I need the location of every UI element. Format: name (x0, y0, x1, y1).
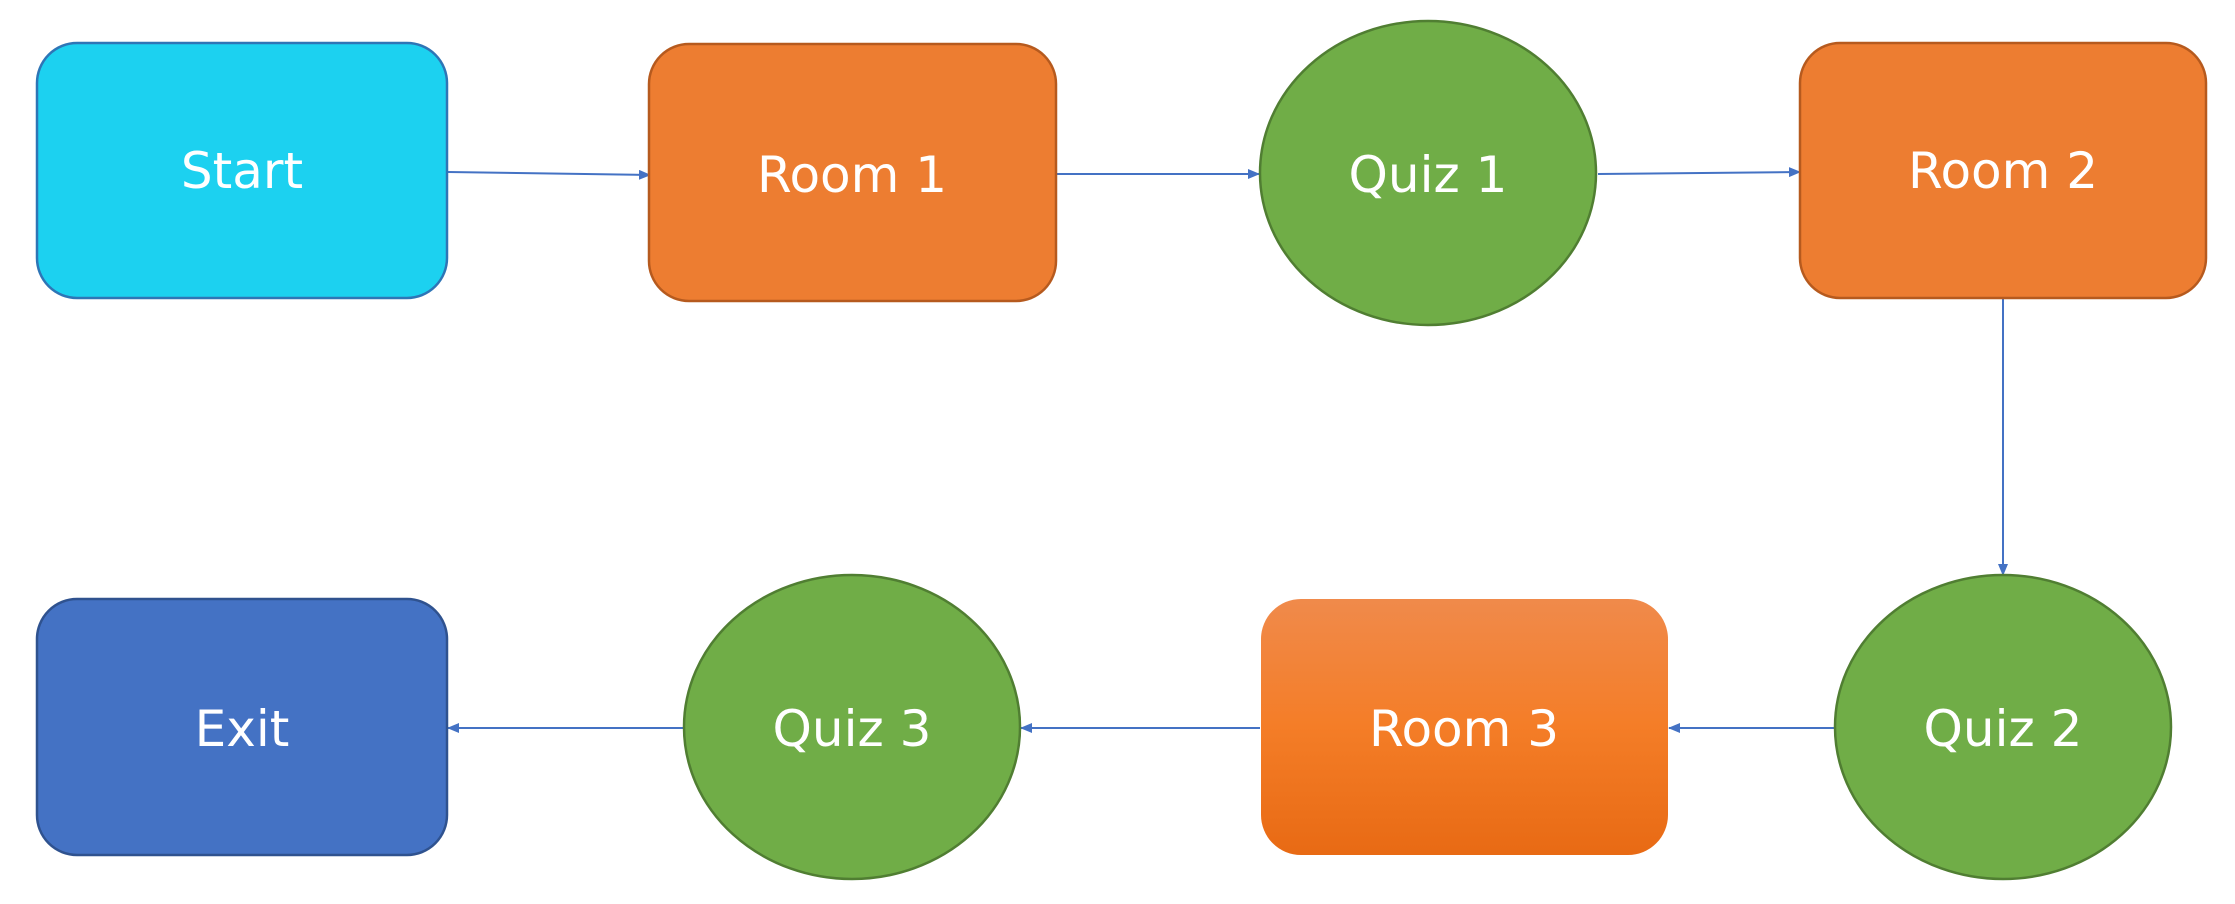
node-room1-shape (647, 42, 1058, 303)
node-quiz2: Quiz 2 (1833, 573, 2173, 881)
node-quiz1: Quiz 1 (1258, 19, 1598, 327)
node-quiz2-label: Quiz 2 (1924, 700, 2083, 758)
node-start: Start (35, 41, 449, 300)
node-quiz1-label: Quiz 1 (1349, 146, 1508, 204)
node-exit-shape (35, 597, 449, 857)
node-room2: Room 2 (1798, 41, 2208, 300)
arrow-quiz1-to-room2 (1597, 167, 1801, 178)
node-quiz3: Quiz 3 (682, 573, 1022, 881)
connectors (447, 167, 2008, 733)
node-start-shape (35, 41, 449, 300)
node-room3: Room 3 (1261, 599, 1668, 855)
node-quiz1-shape (1258, 19, 1598, 327)
node-quiz3-shape (682, 573, 1022, 881)
node-room2-label: Room 2 (1908, 142, 2098, 200)
node-room1-label: Room 1 (757, 146, 947, 204)
node-exit: Exit (35, 597, 449, 857)
node-start-label: Start (181, 142, 303, 200)
node-quiz3-label: Quiz 3 (773, 700, 932, 758)
node-room3-label: Room 3 (1369, 700, 1559, 758)
node-exit-label: Exit (195, 700, 290, 758)
arrow-start-to-room1 (447, 169, 651, 180)
node-room3-shape (1261, 599, 1668, 855)
node-quiz2-shape (1833, 573, 2173, 881)
node-room2-shape (1798, 41, 2208, 300)
node-room1: Room 1 (647, 42, 1058, 303)
